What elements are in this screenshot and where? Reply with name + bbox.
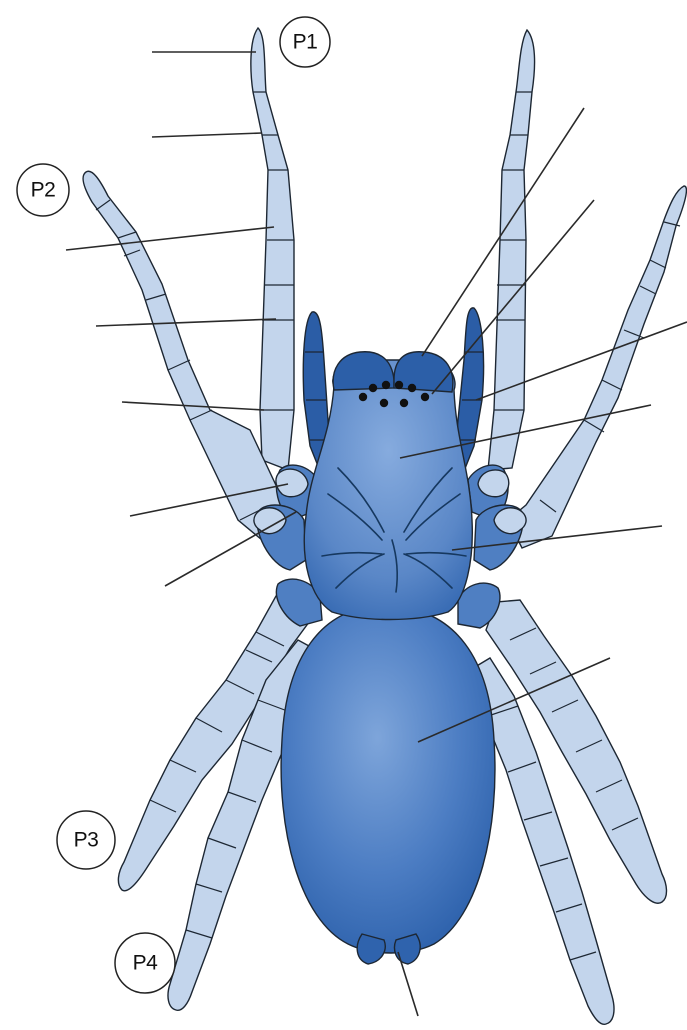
eye bbox=[400, 399, 408, 407]
trochanter-p1-left bbox=[276, 469, 308, 497]
leg-p1-right bbox=[488, 30, 535, 470]
leg-p2-right bbox=[508, 186, 686, 548]
trochanter-p2-right bbox=[494, 508, 526, 534]
label-p1-text: P1 bbox=[293, 31, 318, 54]
eye bbox=[369, 384, 377, 392]
label-p3-text: P3 bbox=[74, 829, 99, 852]
cephalothorax bbox=[304, 352, 472, 620]
eye bbox=[421, 393, 429, 401]
label-p2-text: P2 bbox=[31, 179, 56, 202]
label-p4-text: P4 bbox=[133, 952, 159, 975]
leg-p2-left bbox=[83, 171, 290, 545]
eye bbox=[395, 381, 403, 389]
abdomen bbox=[281, 606, 495, 964]
spinneret-left bbox=[357, 934, 385, 964]
leader-line bbox=[96, 319, 276, 326]
label-p1: P1 bbox=[280, 17, 330, 67]
label-p4: P4 bbox=[115, 933, 175, 993]
label-p2: P2 bbox=[17, 164, 69, 216]
eye bbox=[382, 381, 390, 389]
eye bbox=[408, 384, 416, 392]
eye bbox=[380, 399, 388, 407]
leader-line bbox=[66, 227, 274, 250]
leader-line bbox=[152, 133, 262, 137]
trochanter-p1-right bbox=[478, 470, 509, 497]
eye bbox=[359, 393, 367, 401]
label-p3: P3 bbox=[57, 811, 115, 869]
leg-p1-left bbox=[251, 28, 294, 470]
